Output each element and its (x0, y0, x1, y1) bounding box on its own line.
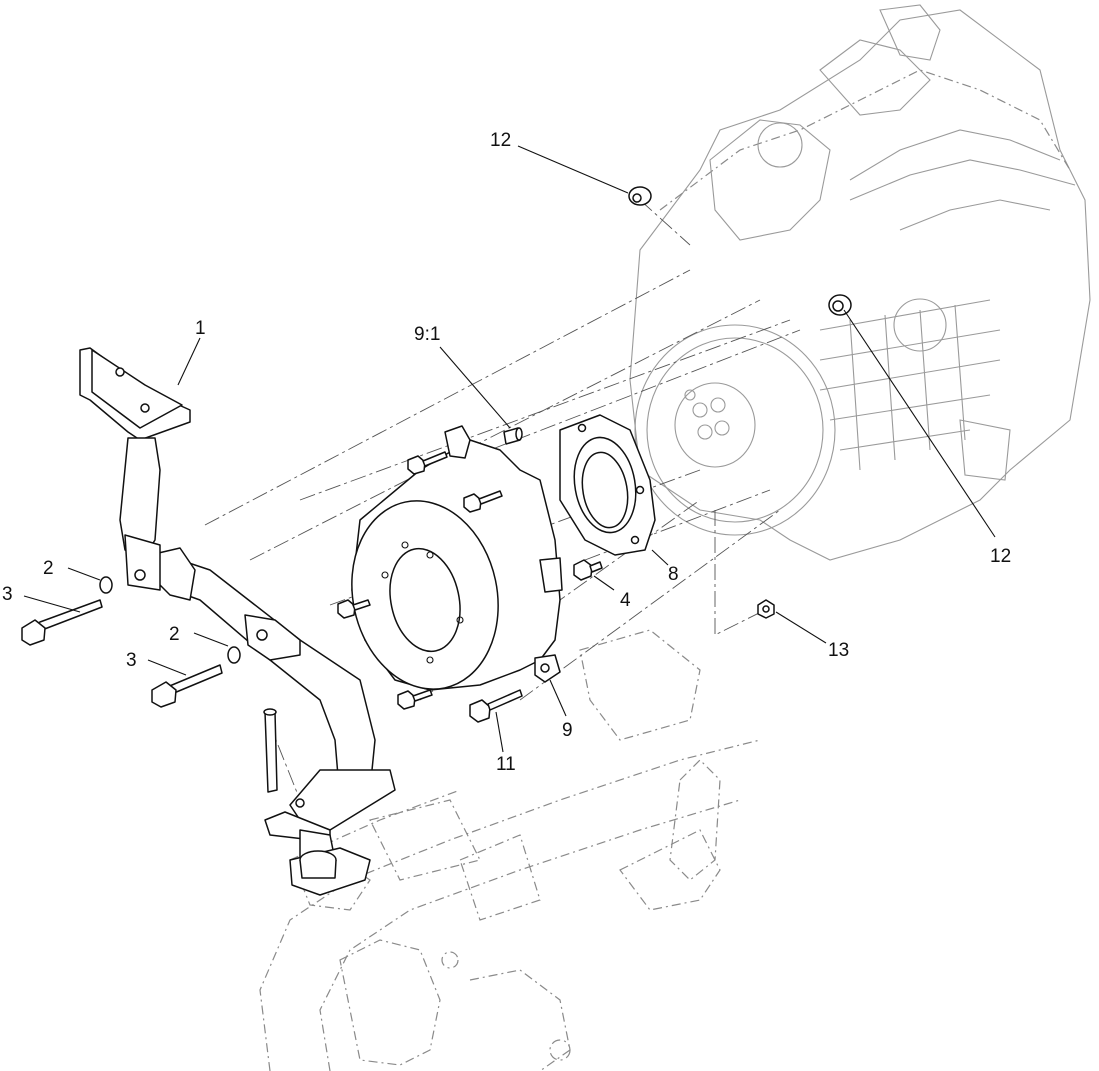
callout-2-upper: 2 (43, 558, 54, 579)
callout-11: 11 (496, 754, 516, 775)
engine-ghost (629, 4, 1091, 561)
hardware (21, 186, 852, 723)
callout-9-1: 9:1 (414, 324, 440, 345)
callout-9: 9 (562, 720, 573, 741)
callout-2-lower: 2 (169, 624, 180, 645)
callout-3-upper: 3 (2, 584, 13, 605)
callout-8: 8 (668, 564, 679, 585)
rubber-mount (263, 708, 371, 896)
callout-4: 4 (620, 590, 631, 611)
mount-bracket-part-1 (79, 347, 396, 863)
callout-1: 1 (195, 318, 206, 339)
drive-coupling-part-8 (559, 414, 656, 556)
callout-12-upper: 12 (490, 130, 511, 151)
callout-13: 13 (828, 640, 849, 661)
callout-3-lower: 3 (126, 650, 137, 671)
callout-labels: 1 2 3 2 3 4 8 9 9:1 11 12 12 13 (2, 130, 1011, 775)
leader-lines (23, 145, 996, 753)
bell-housing-part-9 (351, 425, 563, 691)
frame-ghost (259, 629, 761, 1071)
callout-12-right: 12 (990, 546, 1011, 567)
